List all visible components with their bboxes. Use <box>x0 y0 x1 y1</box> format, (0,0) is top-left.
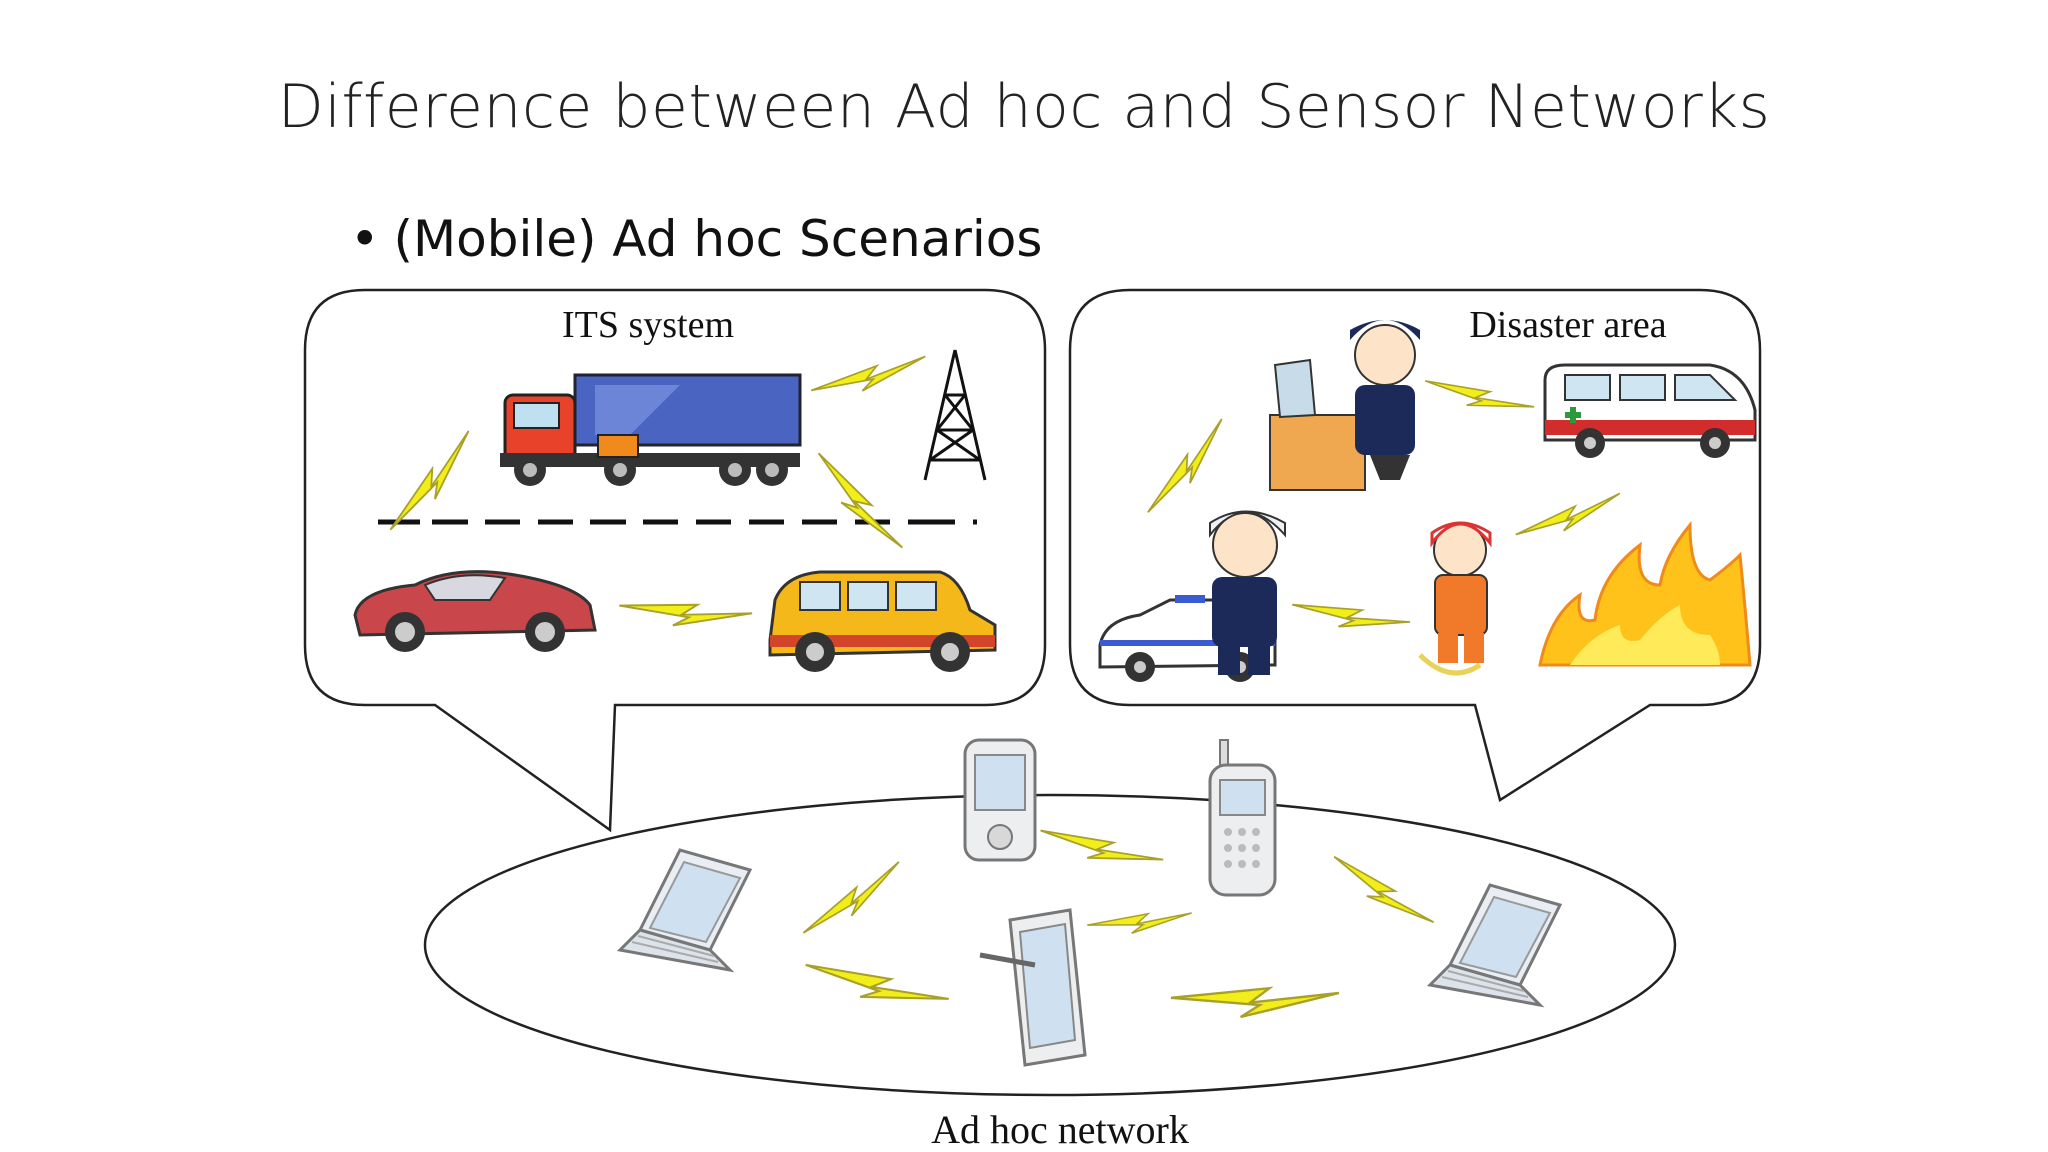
its-label: ITS system <box>562 304 734 346</box>
adhoc-network <box>423 738 1677 1097</box>
operator-icon <box>1269 320 1420 491</box>
its-callout: ITS system <box>303 288 1047 833</box>
disaster-label: Disaster area <box>1469 304 1666 346</box>
bullet-dot: • <box>350 210 380 268</box>
network-label: Ad hoc network <box>931 1107 1189 1152</box>
fire-icon <box>1538 520 1752 667</box>
bullet-text: (Mobile) Ad hoc Scenarios <box>393 210 1043 268</box>
slide-title: Difference between Ad hoc and Sensor Net… <box>277 72 1771 142</box>
police-officer-icon <box>1209 510 1286 675</box>
bullet-item: •(Mobile) Ad hoc Scenarios <box>350 210 1042 268</box>
mobile-phone-icon <box>1208 739 1277 897</box>
disaster-callout: Disaster area <box>1068 288 1762 802</box>
truck-icon <box>500 373 802 486</box>
pda-icon <box>963 738 1037 862</box>
radio-tower-icon <box>923 349 987 481</box>
firefighter-icon <box>1418 521 1492 676</box>
sports-car-icon <box>353 570 597 652</box>
suv-icon <box>768 570 997 672</box>
ambulance-icon <box>1543 363 1757 458</box>
tablet-icon <box>979 908 1087 1067</box>
